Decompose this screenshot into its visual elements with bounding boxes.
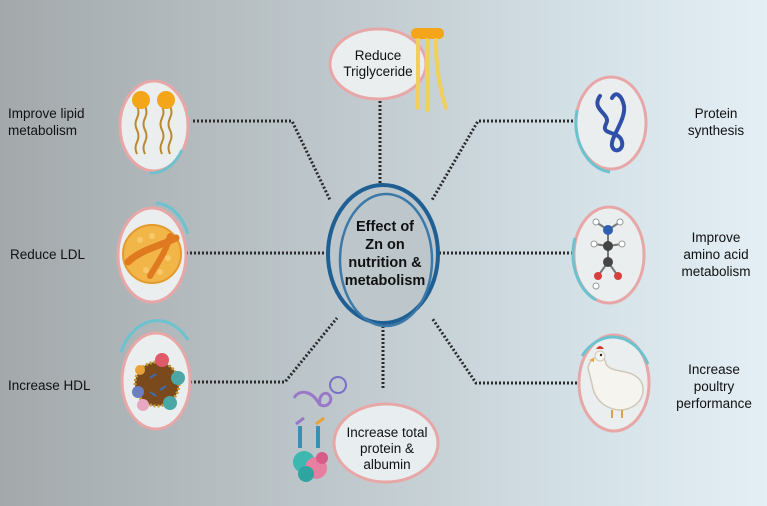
label-reduce-ldl: Reduce LDL [10,247,86,262]
label-improve-lipid-metabolism: Improve lipid metabolism [8,106,85,138]
albumin-protein-icon [292,376,440,484]
label-increase-total-protein-albumin: Increase total protein & albumin [346,425,428,472]
ldl-particle-icon [116,201,190,304]
connector-protein-synthesis [430,119,577,201]
connector-poultry [430,317,577,385]
protein-strand-icon [574,75,648,174]
label-improve-amino-acid-metabolism: Improve amino acid metabolism [681,230,751,279]
label-protein-synthesis: Protein synthesis [687,106,745,138]
triglyceride-icon [328,27,448,112]
amino-acid-molecule-icon [571,205,646,305]
center-node [326,183,440,328]
phospholipid-icon [118,79,190,175]
label-increase-hdl: Increase HDL [8,378,91,393]
connector-hdl [190,317,339,384]
connector-lipid [193,119,332,201]
label-increase-poultry-performance: Increase poultry performance [676,362,752,411]
hdl-particle-icon [119,319,192,431]
chicken-icon [577,333,651,433]
center-title: Effect of Zn on nutrition & metabolism [344,219,426,289]
label-reduce-triglyceride: Reduce Triglyceride [343,48,413,79]
